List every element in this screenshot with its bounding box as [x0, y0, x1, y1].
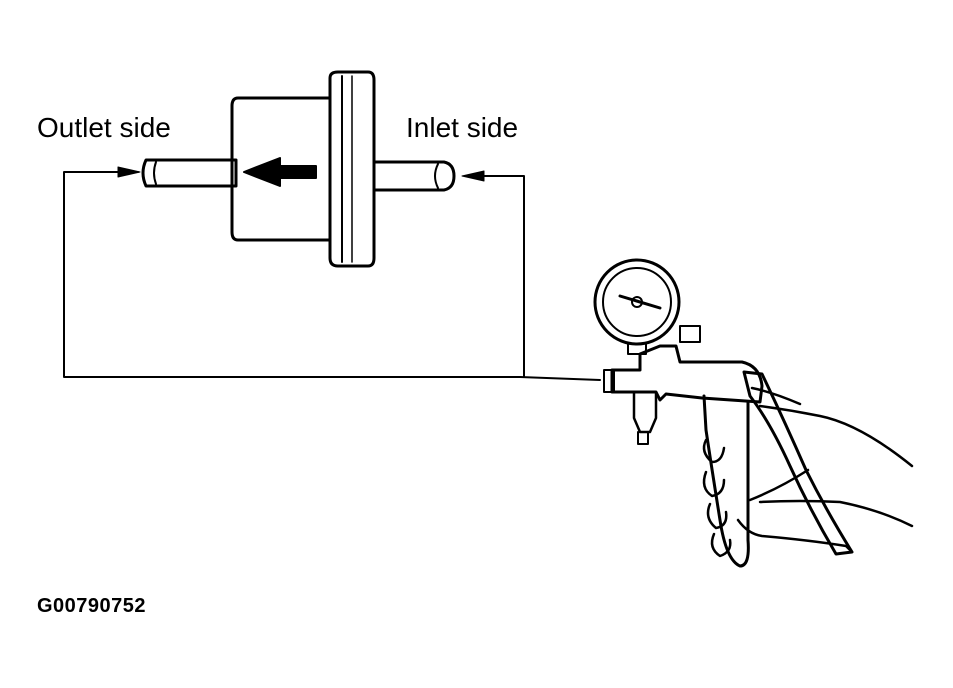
- flow-direction-arrow-icon: [243, 157, 317, 187]
- inlet-side-label: Inlet side: [406, 112, 519, 143]
- hand-vacuum-pump-icon: [593, 258, 854, 568]
- hose-arrows: [99, 166, 503, 182]
- pressure-gauge-icon: [593, 258, 681, 355]
- outlet-hose-arrow-icon: [117, 166, 141, 178]
- hand-icon: [702, 386, 914, 558]
- figure-code: G00790752: [37, 595, 147, 617]
- outlet-side-label: Outlet side: [37, 112, 171, 143]
- hose-loop: [63, 171, 601, 381]
- fuel-filter-icon: [141, 70, 456, 268]
- inlet-hose-arrow-icon: [461, 170, 485, 182]
